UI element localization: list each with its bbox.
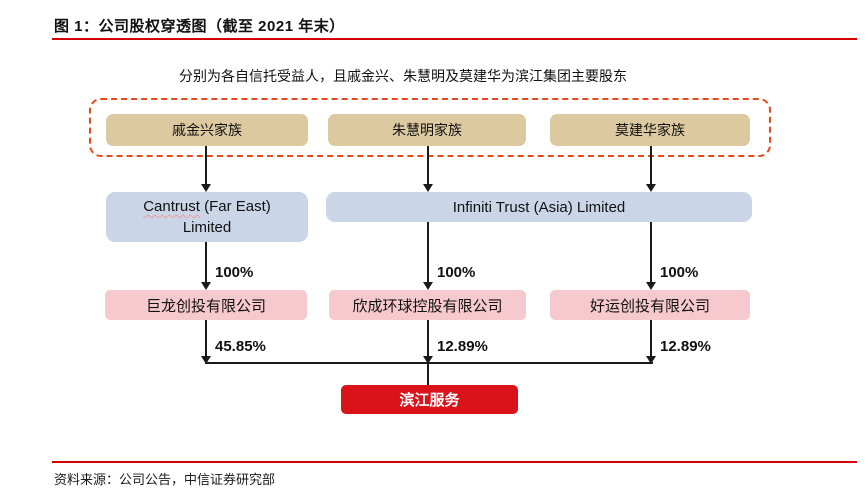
stake-percent: 12.89% [437,338,488,355]
family-box-label: 戚金兴家族 [172,122,242,138]
figure-title: 图 1：公司股权穿透图（截至 2021 年末） [54,18,345,35]
trust-label-word: Cantrust [143,198,200,215]
connector-line [427,363,429,385]
trust-box-infiniti: Infiniti Trust (Asia) Limited [326,192,752,222]
family-box-label: 朱慧明家族 [392,122,462,138]
connector-line [427,320,429,356]
arrow-down-icon [646,282,656,290]
top-rule [52,38,857,40]
family-box-mojianhua: 莫建华家族 [550,114,750,146]
stake-percent: 45.85% [215,338,266,355]
connector-line [427,222,429,282]
trust-label-rest: (Far East) [199,198,271,215]
holdco-box-label: 欣成环球控股有限公司 [352,297,503,315]
connector-line [650,146,652,184]
connector-line [205,242,207,282]
arrow-down-icon [201,282,211,290]
arrow-down-icon [423,282,433,290]
trust-box-label: Infiniti Trust (Asia) Limited [452,198,626,216]
collector-line [205,362,653,364]
arrow-down-icon [423,184,433,192]
arrow-down-icon [201,356,211,364]
stake-percent: 12.89% [660,338,711,355]
ownership-percent: 100% [437,264,476,281]
connector-line [650,320,652,356]
holdco-box-xincheng: 欣成环球控股有限公司 [329,290,526,320]
arrow-down-icon [646,356,656,364]
trust-box-cantrust: Cantrust (Far East) Limited [106,192,308,242]
connector-line [205,146,207,184]
ownership-percent: 100% [660,264,699,281]
connector-line [205,320,207,356]
target-box-binjiang-services: 滨江服务 [341,385,518,414]
connector-line [650,222,652,282]
family-box-zhuhuiming: 朱慧明家族 [328,114,526,146]
bottom-rule [52,461,857,463]
ownership-percent: 100% [215,264,254,281]
arrow-down-icon [423,356,433,364]
family-box-qijinxing: 戚金兴家族 [106,114,308,146]
holdco-box-label: 巨龙创投有限公司 [145,297,266,315]
target-box-label: 滨江服务 [399,392,460,409]
arrow-down-icon [646,184,656,192]
beneficiary-note: 分别为各自信托受益人，且戚金兴、朱慧明及莫建华为滨江集团主要股东 [179,68,627,84]
holdco-box-julong: 巨龙创投有限公司 [105,290,307,320]
source-note: 资料来源：公司公告，中信证券研究部 [54,472,276,487]
trust-box-label: Cantrust (Far East) Limited [143,196,271,238]
family-group-border [89,98,771,157]
family-box-label: 莫建华家族 [615,122,685,138]
holdco-box-label: 好运创投有限公司 [589,297,710,315]
holdco-box-haoyun: 好运创投有限公司 [550,290,750,320]
trust-label-line2: Limited [182,219,232,236]
arrow-down-icon [201,184,211,192]
connector-line [427,146,429,184]
